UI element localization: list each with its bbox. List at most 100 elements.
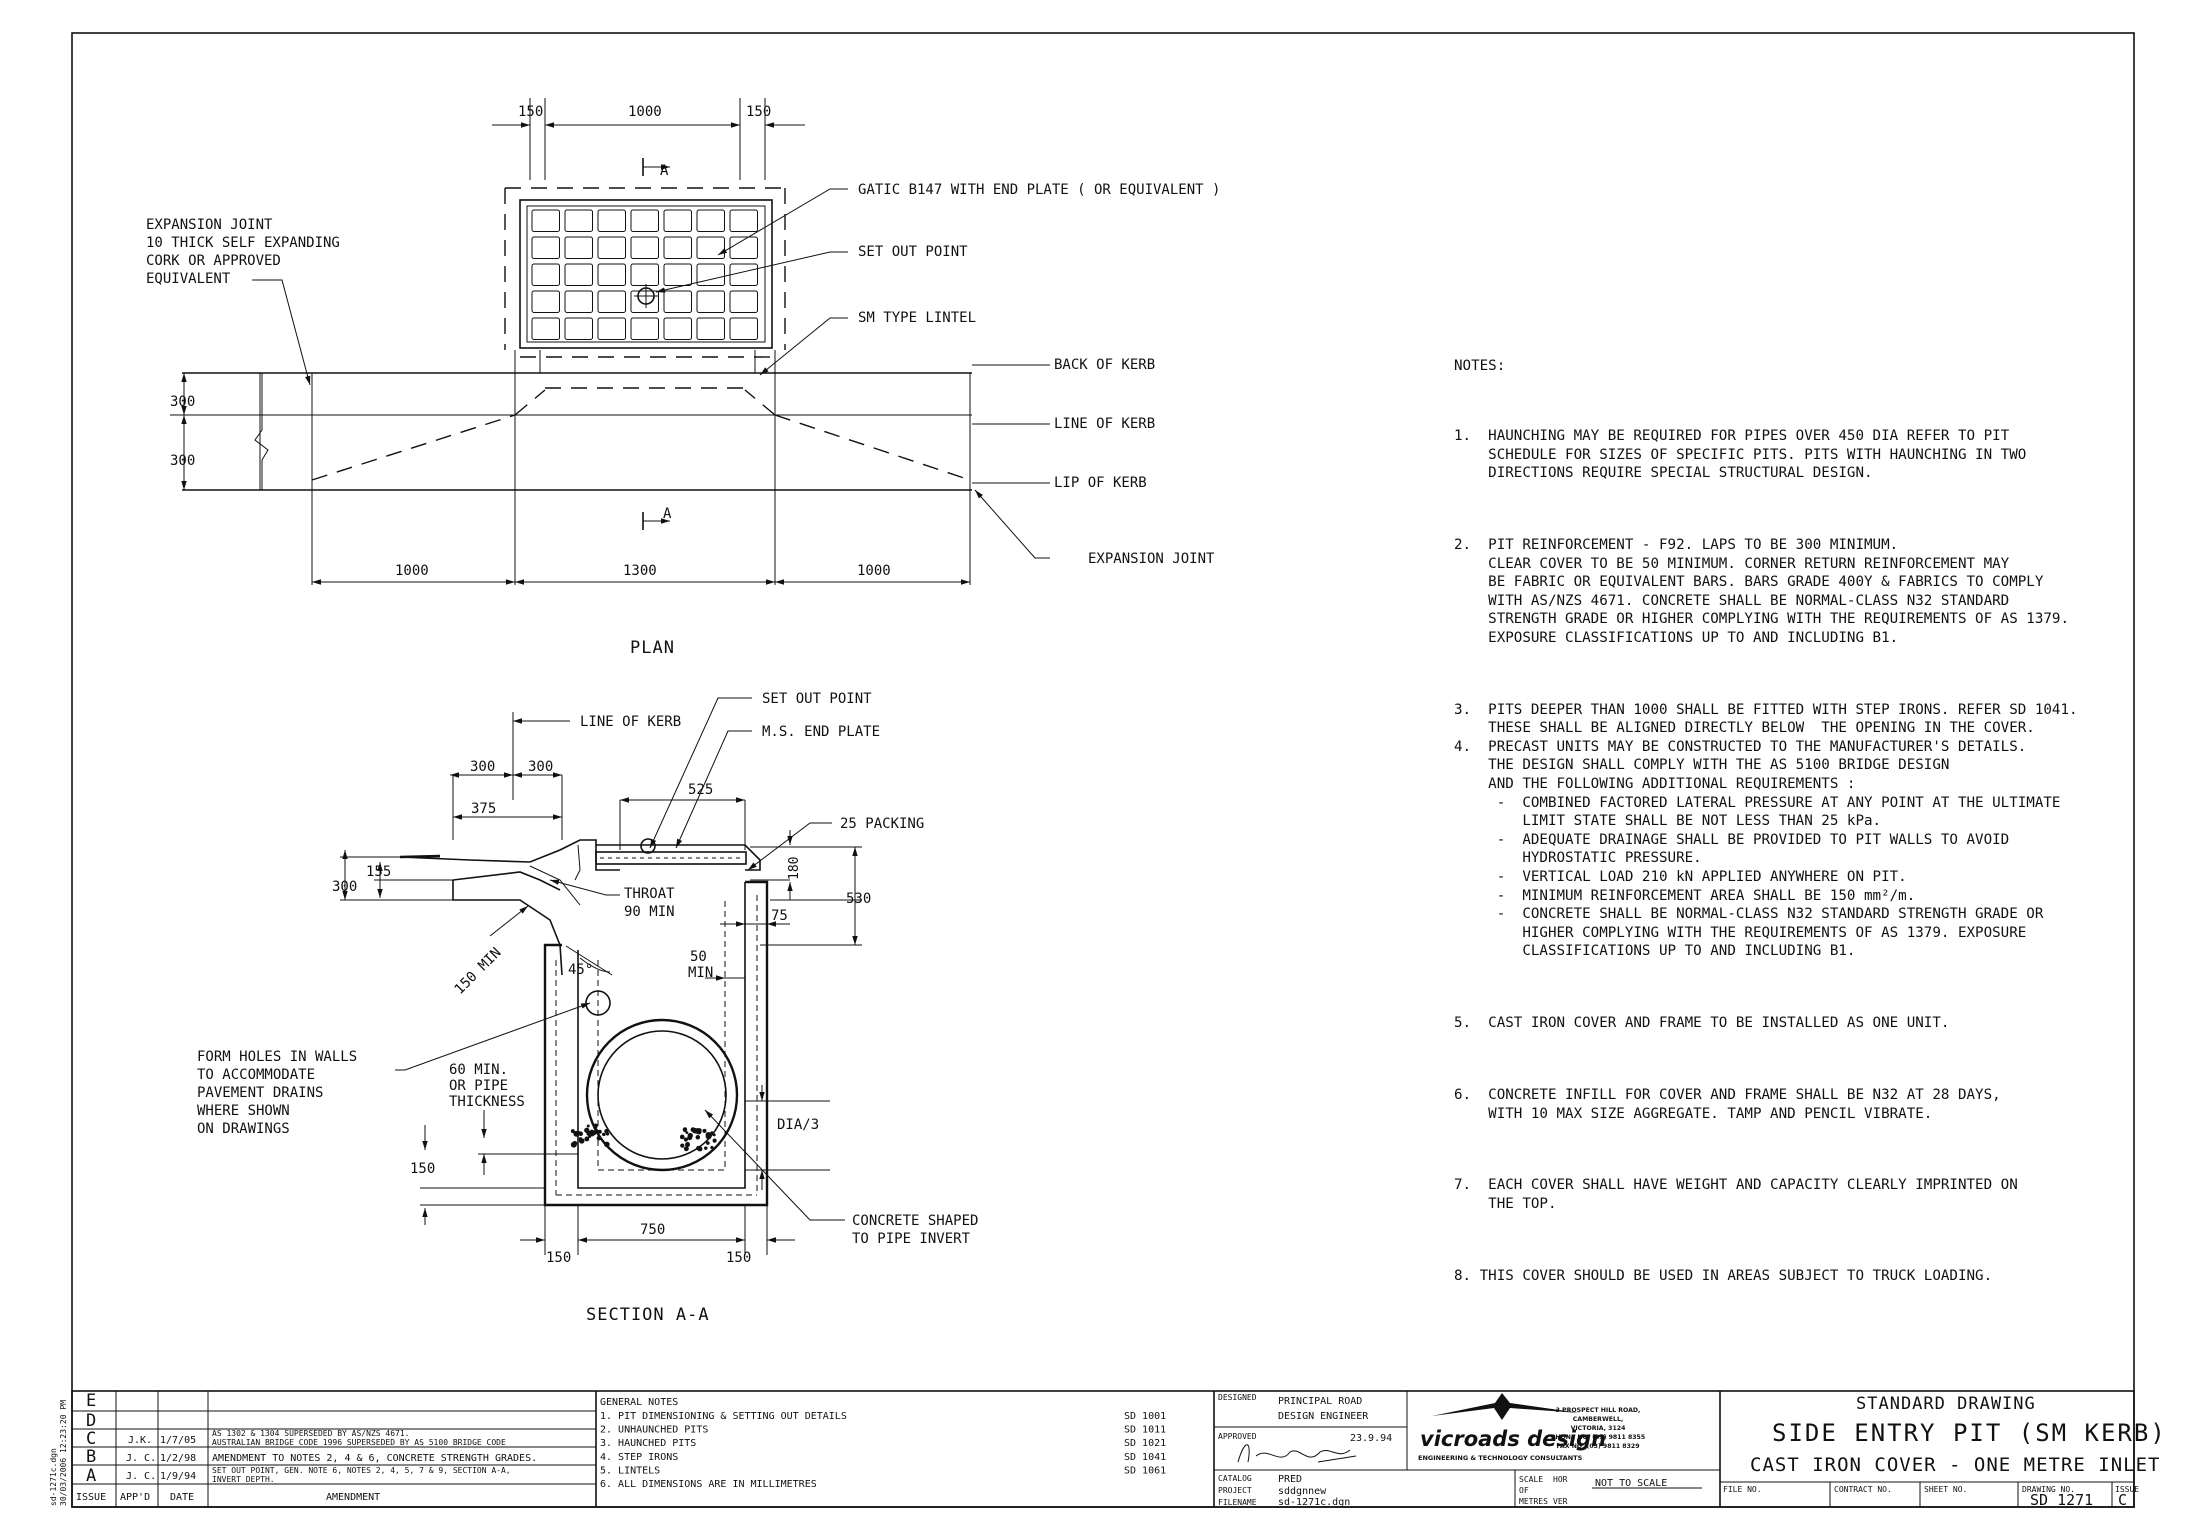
section-title: SECTION A-A	[586, 1305, 710, 1325]
concrete-fill-dot	[593, 1125, 598, 1129]
concrete-fill-dot	[710, 1131, 714, 1135]
grate-cell	[564, 236, 593, 259]
section-dim-150-right: 150	[726, 1250, 751, 1266]
issue-header: ISSUE	[76, 1492, 106, 1503]
plan-dim-1300: 1300	[623, 563, 657, 579]
grate-cell	[663, 317, 692, 340]
general-note-item: 3. HAUNCHED PITS	[600, 1438, 696, 1449]
concrete-fill-dot	[604, 1141, 610, 1148]
grate-cell	[630, 209, 659, 232]
approver-signature	[1237, 1444, 1357, 1463]
general-notes-heading: GENERAL NOTES	[600, 1397, 678, 1408]
concrete-fill-dot	[705, 1141, 710, 1145]
grate-cell	[564, 263, 593, 286]
section-dim-300b: 300	[528, 759, 553, 775]
scale-metres: METRES	[1519, 1497, 1548, 1506]
company-address-line: FAX NO. (03) 9811 8329	[1556, 1443, 1639, 1450]
back-of-kerb-label: BACK OF KERB	[1054, 357, 1155, 373]
plan-dim-1000-right: 1000	[857, 563, 891, 579]
grate-cell	[630, 290, 659, 313]
drawing-title: SIDE ENTRY PIT (SM KERB)	[1772, 1419, 2167, 1447]
section-view: 300 300 375 525 LINE OF KERB SET OUT POI…	[197, 691, 978, 1325]
grate-cell	[663, 263, 692, 286]
grate-cell	[564, 209, 593, 232]
grate-cell	[564, 290, 593, 313]
section-dim-750: 750	[640, 1222, 665, 1238]
concrete-fill-dot	[705, 1133, 712, 1140]
designed-label: DESIGNED	[1218, 1393, 1257, 1402]
issue-b-date: 1/2/98	[160, 1453, 196, 1464]
approved-label: APPROVED	[1218, 1432, 1257, 1441]
note-1: 1. HAUNCHING MAY BE REQUIRED FOR PIPES O…	[1454, 427, 2027, 482]
grate-cell	[729, 290, 758, 313]
ms-end-plate-label: M.S. END PLATE	[762, 724, 880, 740]
plan-dim-300-lower: 300	[170, 453, 195, 469]
general-note-item: 1. PIT DIMENSIONING & SETTING OUT DETAIL…	[600, 1411, 847, 1422]
appd-header: APP'D	[120, 1492, 150, 1503]
title-block: E D C B A J.K. 1/7/05 AS 1302 & 1304 SUP…	[49, 1390, 2167, 1509]
standard-drawing-label: STANDARD DRAWING	[1856, 1394, 2036, 1414]
grate-cell	[531, 263, 560, 286]
pipe-thickness-label: 60 MIN. OR PIPE THICKNESS	[449, 1062, 525, 1110]
side-filename: sd-1271c.dgn	[49, 1448, 58, 1506]
plan-dim-300-upper: 300	[170, 394, 195, 410]
project-label: PROJECT	[1218, 1486, 1252, 1495]
grate-cell	[663, 209, 692, 232]
concrete-fill-dot	[704, 1146, 708, 1150]
concrete-fill-dot	[712, 1138, 717, 1143]
contract-no-label: CONTRACT NO.	[1834, 1485, 1892, 1494]
form-holes-label: FORM HOLES IN WALLS TO ACCOMMODATE PAVEM…	[197, 1049, 366, 1137]
issue-a-date: 1/9/94	[160, 1471, 196, 1482]
note-7: 7. EACH COVER SHALL HAVE WEIGHT AND CAPA…	[1454, 1177, 2018, 1212]
min150-label: 150 MIN	[452, 945, 505, 998]
grate-cell	[564, 317, 593, 340]
outlet-pipe	[585, 1018, 739, 1172]
grate-cell	[729, 317, 758, 340]
general-notes-list: 1. PIT DIMENSIONING & SETTING OUT DETAIL…	[600, 1411, 1166, 1490]
drawing-subtitle: CAST IRON COVER - ONE METRE INLET	[1750, 1454, 2161, 1476]
section-dim-75: 75	[771, 908, 788, 924]
plan-set-out-point-label: SET OUT POINT	[858, 244, 968, 260]
issue-b-appd: J. C.	[126, 1453, 156, 1464]
section-dim-155: 155	[366, 864, 391, 880]
drawing-no-label: DRAWING NO.	[2022, 1485, 2075, 1494]
concrete-fill-dot	[602, 1132, 606, 1137]
concrete-fill-dot	[576, 1130, 582, 1136]
note-2: 2. PIT REINFORCEMENT - F92. LAPS TO BE 3…	[1454, 536, 2069, 646]
company-address-line: 3 PROSPECT HILL ROAD,	[1556, 1407, 1641, 1414]
grate-cell	[630, 263, 659, 286]
scale-value: NOT TO SCALE	[1595, 1478, 1667, 1489]
sheet-no-label: SHEET NO.	[1924, 1485, 1967, 1494]
grate-cells	[531, 209, 758, 340]
issue-b-amend: AMENDMENT TO NOTES 2, 4 & 6, CONCRETE ST…	[212, 1453, 537, 1464]
plan-dim-1000-top: 1000	[628, 104, 662, 120]
grate-cell	[663, 236, 692, 259]
scale-ver: VER	[1553, 1497, 1568, 1506]
concrete-fill-dot	[683, 1146, 689, 1152]
grate-cell	[696, 236, 725, 259]
grate-cell	[531, 209, 560, 232]
line-of-kerb-label: LINE OF KERB	[1054, 416, 1155, 432]
filename-label: FILENAME	[1218, 1498, 1257, 1507]
concrete-fill-dot	[584, 1136, 590, 1142]
designed-by-line1: PRINCIPAL ROAD	[1278, 1396, 1362, 1407]
file-no-label: FILE NO.	[1723, 1485, 1762, 1494]
grate-cell	[597, 317, 626, 340]
issue-c-date: 1/7/05	[160, 1435, 196, 1446]
section-dim-180: 180	[787, 857, 802, 880]
grate-frame	[519, 199, 773, 349]
vicroads-logo-mark	[1432, 1393, 1580, 1420]
issue-a-appd: J. C.	[126, 1471, 156, 1482]
issue-label: ISSUE	[2115, 1485, 2139, 1494]
min50-label: 50 MIN	[688, 949, 715, 981]
issue-a-amend-2: INVERT DEPTH.	[212, 1475, 275, 1484]
drawing-no: SD 1271	[2030, 1491, 2093, 1509]
grate-cell	[696, 209, 725, 232]
concrete-fill-dot	[586, 1131, 591, 1136]
general-note-item: 4. STEP IRONS	[600, 1452, 678, 1463]
notes-heading: NOTES:	[1454, 358, 1506, 375]
grate-cell	[696, 290, 725, 313]
project-value: sddgnnew	[1278, 1486, 1327, 1497]
section-set-out-point-label: SET OUT POINT	[762, 691, 872, 707]
